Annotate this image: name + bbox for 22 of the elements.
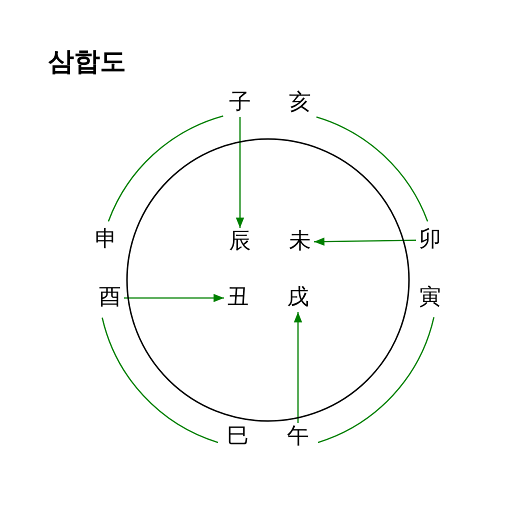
arrow bbox=[236, 117, 244, 228]
arc-line bbox=[108, 115, 224, 222]
arrow bbox=[314, 237, 416, 246]
character-label: 未 bbox=[286, 228, 314, 256]
arrow bbox=[124, 294, 224, 302]
circle bbox=[126, 138, 410, 422]
character-label: 亥 bbox=[286, 89, 314, 117]
arc-line bbox=[102, 317, 218, 444]
diagram-title: 삼합도 bbox=[48, 46, 126, 79]
arc-line bbox=[316, 116, 428, 222]
character-label: 申 bbox=[92, 226, 120, 254]
character-label: 辰 bbox=[226, 228, 254, 256]
character-label: 子 bbox=[226, 89, 254, 117]
character-label: 丑 bbox=[224, 284, 252, 312]
character-label: 寅 bbox=[416, 284, 444, 312]
character-label: 午 bbox=[284, 423, 312, 451]
character-label: 戌 bbox=[284, 284, 312, 312]
arrow bbox=[294, 312, 302, 423]
character-label: 卯 bbox=[416, 226, 444, 254]
arc-line bbox=[318, 317, 434, 444]
character-label: 巳 bbox=[224, 423, 252, 451]
character-label: 酉 bbox=[96, 284, 124, 312]
